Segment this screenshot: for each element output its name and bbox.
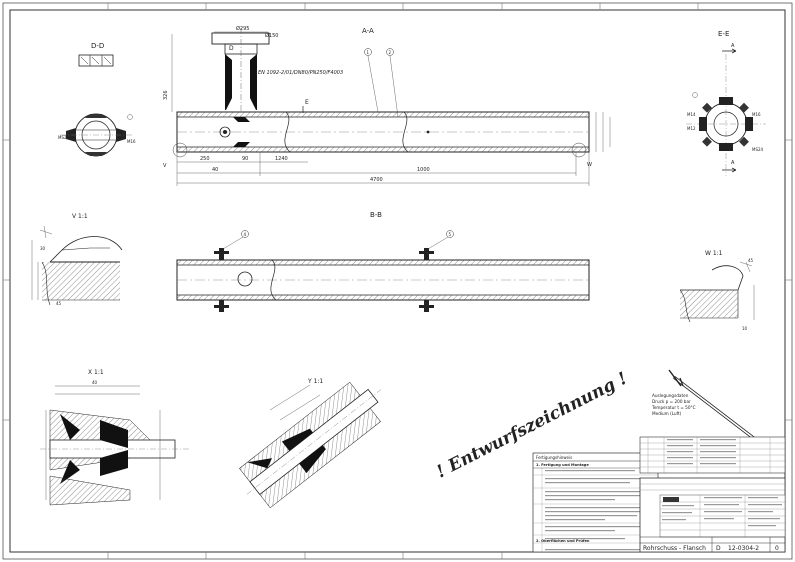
detail-w-label: W 1:1 (705, 250, 723, 257)
view-letter-v: V (163, 163, 167, 169)
svg-text:MS24: MS24 (752, 147, 764, 152)
break-line-2 (402, 111, 409, 153)
cut-letter-a-bottom: A (731, 160, 735, 166)
svg-text:40: 40 (212, 167, 218, 173)
svg-text:90: 90 (242, 156, 248, 162)
notes-heading-2: 2. Oberflächen und Prüfen (536, 539, 590, 543)
balloon-1 (364, 48, 372, 56)
svg-text:45: 45 (748, 258, 754, 263)
break-line-1 (284, 111, 291, 153)
top-dia-label-2: Ø150 (265, 32, 278, 39)
svg-text:Auslegungsdaten: Auslegungsdaten (652, 393, 689, 398)
notes-title: Fertigungshinweis (536, 455, 572, 460)
balloon-4 (241, 230, 249, 238)
svg-text:1: 1 (367, 50, 370, 55)
svg-text:1000: 1000 (417, 167, 430, 173)
section-ee-label: E-E (718, 30, 729, 38)
svg-text:40: 40 (92, 380, 98, 385)
sensor-port (219, 126, 231, 138)
riser-weld-right (250, 54, 257, 110)
svg-text:5: 5 (449, 232, 452, 237)
pipe-wall-hatch-top (177, 112, 589, 117)
drawing-title: Rohrschuss - Flansch (643, 545, 706, 552)
svg-text:2: 2 (389, 50, 392, 55)
riser-weld-left (225, 54, 232, 110)
svg-text:M16: M16 (127, 139, 136, 144)
detail-circle-w (571, 142, 587, 158)
title-block: Rohrschuss - Flansch D 12-0304-2 0 (639, 477, 786, 553)
svg-text:250: 250 (200, 156, 210, 162)
inner-sleeve-weld (233, 117, 250, 122)
balloon-2 (386, 48, 394, 56)
notes-heading-1: 1. Fertigung und Montage (536, 463, 589, 467)
drawing-number: 12-0304-2 (728, 545, 759, 552)
top-dia-label-1: Ø295 (236, 25, 249, 32)
svg-text:Medium (Luft): Medium (Luft) (652, 411, 682, 416)
operating-data: Auslegungsdaten Druck p = 200 bar Temper… (651, 393, 696, 416)
svg-text:M12: M12 (687, 126, 696, 131)
section-aa-view: A-A Ø295 Ø150 326 EN 1092-2/01/DN80/PN25… (163, 25, 611, 186)
height-dim-label: 326 (163, 90, 169, 100)
svg-text:M14: M14 (687, 112, 696, 117)
cut-letter-e: E (305, 99, 309, 106)
detail-v-view: V 1:1 30 45 (31, 213, 123, 306)
detail-v-label: V 1:1 (72, 213, 88, 220)
svg-text:MS24: MS24 (58, 135, 70, 140)
cut-letter-d: D (229, 45, 234, 52)
svg-text:45: 45 (56, 301, 62, 306)
parts-list (639, 436, 786, 474)
isometric-pipe (668, 369, 770, 452)
company-logo (663, 497, 679, 502)
drawing-revision: 0 (775, 545, 779, 552)
aa-dimension-lines (176, 152, 590, 186)
detail-x-label: X 1:1 (88, 369, 104, 376)
drawing-sheet-prefix: D (716, 545, 721, 552)
svg-text:1240: 1240 (275, 156, 288, 162)
sheet-inner-border (9, 9, 786, 553)
svg-text:30: 30 (40, 246, 46, 251)
riser-flange (211, 32, 270, 45)
border-zone-ticks (3, 3, 792, 559)
balloon-5 (446, 230, 454, 238)
svg-text:Druck p = 200 bar: Druck p = 200 bar (652, 399, 691, 404)
cut-letter-a-top: A (731, 43, 735, 49)
manufacturing-notes: Fertigungshinweis 1. Fertigung und Monta… (532, 452, 659, 553)
section-bb-view: B-B 4 5 (176, 211, 590, 312)
svg-text:10: 10 (742, 326, 748, 331)
section-ee-view: E-E A M14 M12 M16 MS24 A (686, 30, 766, 176)
section-bb-label: B-B (370, 211, 382, 219)
bb-clamp-right (419, 248, 434, 312)
section-aa-label: A-A (362, 27, 374, 35)
detail-x-view: X 1:1 40 (40, 369, 190, 506)
svg-text:4700: 4700 (370, 177, 383, 183)
svg-text:4: 4 (244, 232, 247, 237)
view-letter-w: W (587, 162, 592, 168)
svg-text:M16: M16 (752, 112, 761, 117)
section-dd-label: D-D (91, 42, 104, 50)
pipe-wall-hatch-bottom (177, 147, 589, 152)
standard-note: EN 1092-2/01/DN80/PN250/F4003 (258, 70, 343, 76)
detail-y-label: Y 1:1 (307, 378, 323, 385)
notes-rows (533, 468, 658, 552)
svg-text:Temperatur t = 50°C: Temperatur t = 50°C (651, 405, 696, 410)
detail-w-view: W 1:1 10 45 (679, 250, 755, 331)
bb-clamp-left (214, 248, 229, 312)
section-dd-view: D-D MS24 M16 (58, 42, 136, 157)
detail-circle-v (172, 142, 188, 158)
detail-y-view: Y 1:1 (239, 378, 382, 509)
